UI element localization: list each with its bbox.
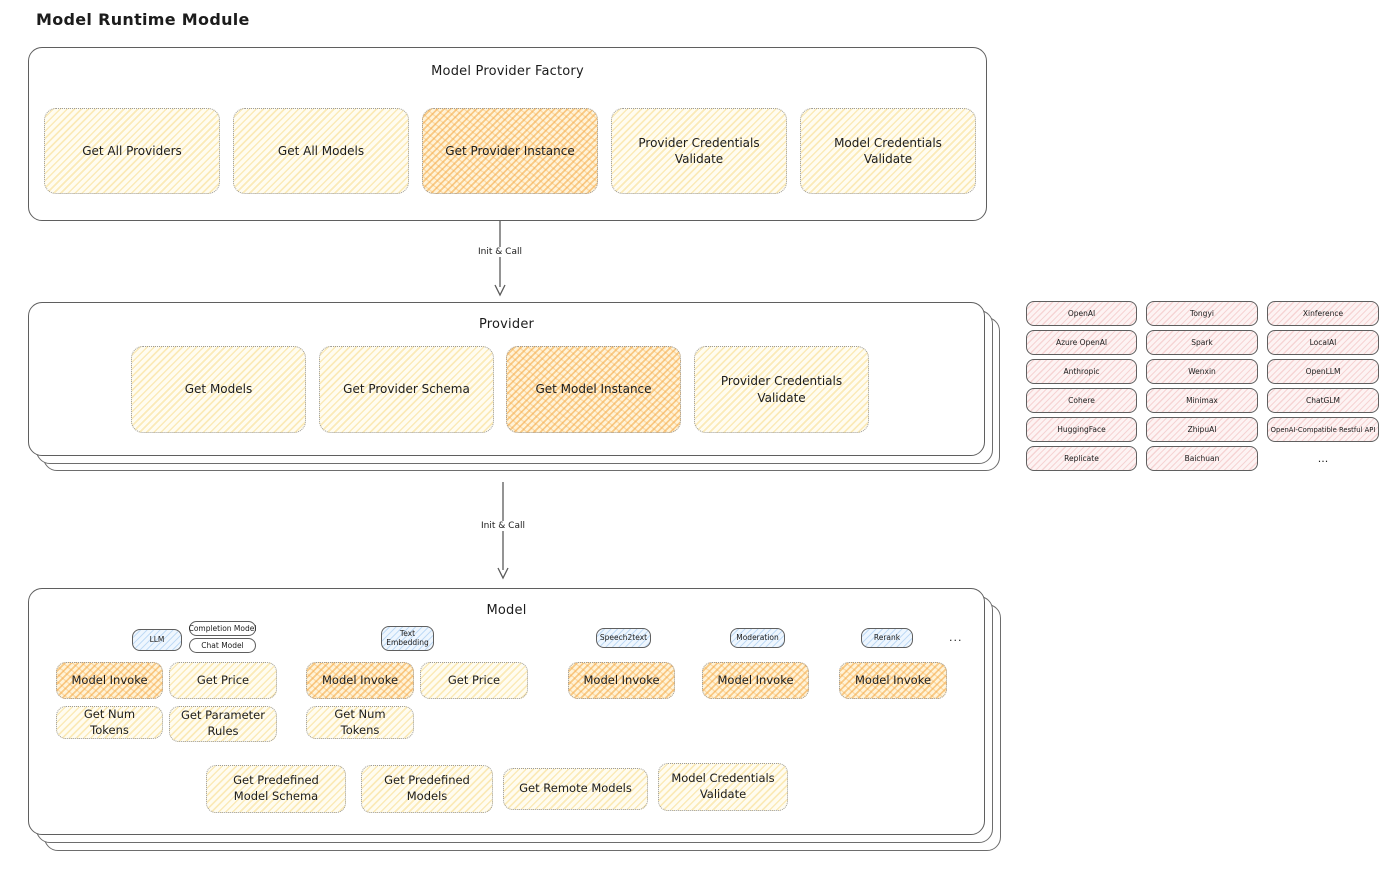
- node-get-models: Get Models: [131, 346, 306, 433]
- node-get-predefined-models: Get Predefined Models: [361, 765, 493, 813]
- node-get-provider-schema: Get Provider Schema: [319, 346, 494, 433]
- node-get-model-instance: Get Model Instance: [506, 346, 681, 433]
- node-llm-get-num-tokens: Get Num Tokens: [56, 706, 163, 739]
- provider-section: Provider Get Models Get Provider Schema …: [28, 302, 985, 456]
- provider-node: Baichuan: [1146, 446, 1258, 471]
- node-rerank-model-invoke: Model Invoke: [839, 662, 947, 699]
- provider-list-more: ...: [1317, 452, 1329, 465]
- provider-node: Wenxin: [1146, 359, 1258, 384]
- provider-node: Replicate: [1026, 446, 1137, 471]
- model-subtype-completion: Completion Model: [189, 621, 256, 636]
- model-type-text-embedding: Text Embedding: [381, 626, 434, 651]
- provider-node: Xinference: [1267, 301, 1379, 326]
- provider-node: LocalAI: [1267, 330, 1379, 355]
- page-title: Model Runtime Module: [36, 10, 250, 29]
- node-get-all-providers: Get All Providers: [44, 108, 220, 194]
- node-get-predefined-model-schema: Get Predefined Model Schema: [206, 765, 346, 813]
- provider-title: Provider: [478, 317, 535, 332]
- node-llm-get-price: Get Price: [169, 662, 277, 699]
- node-get-provider-instance: Get Provider Instance: [422, 108, 598, 194]
- model-type-moderation: Moderation: [730, 628, 785, 648]
- arrow-factory-to-provider: [494, 221, 506, 297]
- provider-node: Minimax: [1146, 388, 1258, 413]
- provider-node: ChatGLM: [1267, 388, 1379, 413]
- node-provider-credentials-validate: Provider Credentials Validate: [611, 108, 787, 194]
- node-llm-model-invoke: Model Invoke: [56, 662, 163, 699]
- node-speech2text-model-invoke: Model Invoke: [568, 662, 675, 699]
- model-type-rerank: Rerank: [861, 628, 913, 648]
- provider-node: Azure OpenAI: [1026, 330, 1137, 355]
- arrow-label-init-call-2: Init & Call: [478, 521, 528, 531]
- model-types-more: ...: [949, 631, 963, 644]
- model-type-speech2text: Speech2text: [596, 628, 651, 648]
- node-get-remote-models: Get Remote Models: [503, 768, 648, 810]
- node-model-credentials-validate-2: Model Credentials Validate: [658, 763, 788, 811]
- node-embedding-get-price: Get Price: [420, 662, 528, 699]
- arrow-label-init-call-1: Init & Call: [475, 247, 525, 257]
- model-type-llm: LLM: [132, 629, 182, 651]
- model-section: Model LLM Completion Model Chat Model Te…: [28, 588, 985, 835]
- node-get-all-models: Get All Models: [233, 108, 409, 194]
- node-moderation-model-invoke: Model Invoke: [702, 662, 809, 699]
- provider-node: OpenAI-Compatible Restful API: [1267, 417, 1379, 442]
- provider-node: Cohere: [1026, 388, 1137, 413]
- model-subtype-chat: Chat Model: [189, 638, 256, 653]
- node-llm-get-parameter-rules: Get Parameter Rules: [169, 706, 277, 742]
- provider-node: ZhipuAI: [1146, 417, 1258, 442]
- provider-node: Tongyi: [1146, 301, 1258, 326]
- node-embedding-get-num-tokens: Get Num Tokens: [306, 706, 414, 739]
- provider-node: HuggingFace: [1026, 417, 1137, 442]
- node-embedding-model-invoke: Model Invoke: [306, 662, 414, 699]
- node-provider-credentials-validate-2: Provider Credentials Validate: [694, 346, 869, 433]
- provider-node: Anthropic: [1026, 359, 1137, 384]
- factory-section: Model Provider Factory Get All Providers…: [28, 47, 987, 221]
- provider-node: OpenAI: [1026, 301, 1137, 326]
- provider-node: Spark: [1146, 330, 1258, 355]
- arrow-provider-to-model: [497, 482, 509, 580]
- factory-title: Model Provider Factory: [431, 64, 584, 79]
- provider-node: OpenLLM: [1267, 359, 1379, 384]
- provider-list: OpenAI Tongyi Xinference Azure OpenAI Sp…: [1026, 301, 1379, 471]
- node-model-credentials-validate: Model Credentials Validate: [800, 108, 976, 194]
- model-title: Model: [486, 603, 527, 618]
